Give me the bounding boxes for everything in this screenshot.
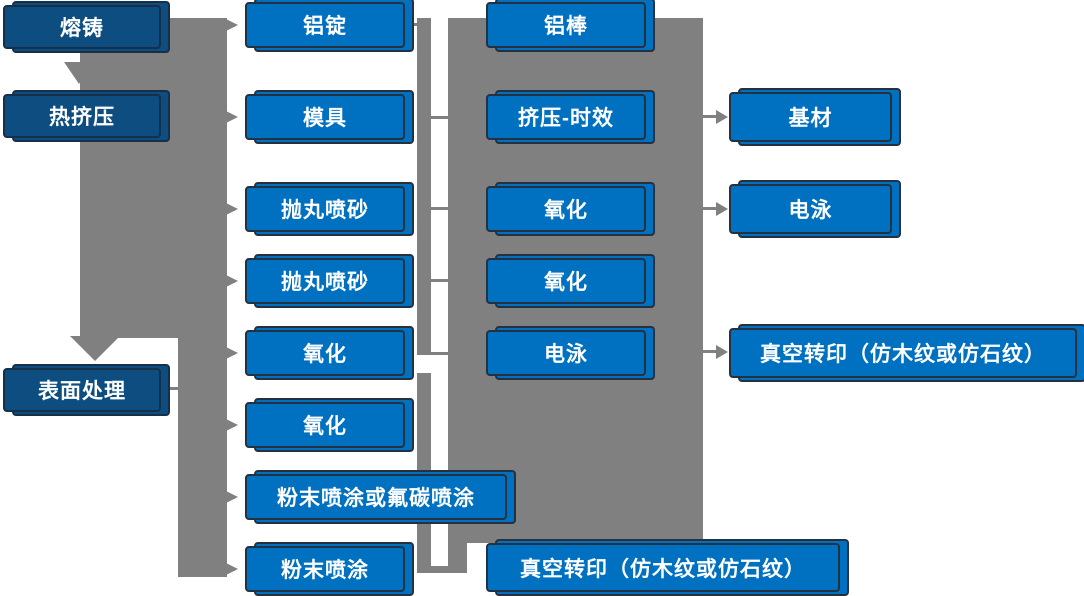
arrow-to-oxidation-2 [226, 419, 238, 431]
node-base-material: 基材 [729, 88, 901, 146]
arrow-to-shot-blast-2 [226, 275, 238, 287]
treatment-block-leg [448, 543, 467, 573]
arrow-to-oxidation-1 [226, 347, 238, 359]
node-label: 模具 [303, 107, 347, 130]
down-arrow-to-surface-treatment [70, 336, 120, 361]
main-trunk-bar [80, 18, 227, 338]
arrow-to-base-material [716, 110, 728, 124]
rail-to-block-link-1 [431, 116, 448, 119]
arrow-stem-to-base-material [703, 115, 717, 118]
stage-hot-extrusion: 热挤压 [3, 90, 170, 142]
node-label: 真空转印（仿木纹或仿石纹） [760, 343, 1046, 366]
rail-to-block-link-2 [431, 207, 448, 210]
node-shot-blast-1: 抛丸喷砂 [245, 182, 414, 236]
node-label: 粉末喷涂或氟碳喷涂 [277, 487, 475, 510]
arrow-to-electrophoresis [716, 202, 728, 216]
arrow-stem-to-vacuum-transfer [703, 350, 717, 353]
node-vacuum-transfer-out: 真空转印（仿木纹或仿石纹） [729, 324, 1084, 382]
arrow-to-powder-coating [226, 563, 238, 575]
node-label: 氧化 [544, 199, 588, 222]
node-label: 氧化 [303, 415, 347, 438]
node-aluminum-ingot: 铝锭 [245, 0, 414, 52]
stage-label: 热挤压 [49, 106, 115, 129]
arrow-to-powder-fluorocarbon [226, 491, 238, 503]
node-label: 抛丸喷砂 [281, 199, 369, 222]
stage-label: 熔铸 [60, 17, 104, 40]
node-label: 挤压-时效 [518, 107, 614, 130]
arrow-stem-to-electrophoresis [703, 207, 717, 210]
node-mold: 模具 [245, 90, 414, 144]
node-powder-fluorocarbon: 粉末喷涂或氟碳喷涂 [245, 470, 516, 524]
stage-label: 表面处理 [38, 380, 126, 403]
node-vacuum-transfer-bottom: 真空转印（仿木纹或仿石纹） [486, 539, 849, 596]
node-label: 电泳 [544, 343, 588, 366]
node-powder-coating: 粉末喷涂 [245, 542, 414, 596]
node-block-electrophoresis: 电泳 [486, 326, 655, 380]
arrow-to-vacuum-transfer [716, 345, 728, 359]
main-trunk-bar-lower [178, 338, 227, 577]
node-label: 真空转印（仿木纹或仿石纹） [520, 557, 806, 581]
node-block-oxidation-1: 氧化 [486, 182, 655, 236]
node-oxidation-1: 氧化 [245, 326, 414, 380]
node-electrophoresis-out: 电泳 [729, 180, 901, 238]
node-shot-blast-2: 抛丸喷砂 [245, 254, 414, 308]
arrow-to-shot-blast-1 [226, 203, 238, 215]
stage-surface-treatment: 表面处理 [3, 364, 170, 416]
rail-to-block-link-3 [431, 279, 448, 282]
node-label: 基材 [788, 107, 833, 130]
stage-melt-cast: 熔铸 [3, 1, 170, 53]
surface-treatment-link [161, 387, 179, 390]
middle-rail-upper [417, 18, 431, 355]
rail-to-block-link-4 [431, 352, 448, 355]
node-oxidation-2: 氧化 [245, 398, 414, 452]
rail-to-block-link-bottom [431, 566, 448, 573]
node-aluminum-rod: 铝棒 [486, 0, 655, 52]
node-label: 氧化 [544, 271, 588, 294]
arrow-to-aluminum-ingot [226, 19, 238, 31]
node-label: 粉末喷涂 [281, 559, 369, 582]
node-label: 铝棒 [544, 15, 588, 38]
node-label: 氧化 [303, 343, 347, 366]
node-extrusion-aging: 挤压-时效 [486, 90, 655, 144]
node-label: 铝锭 [303, 15, 347, 38]
node-label: 电泳 [788, 199, 833, 222]
node-label: 抛丸喷砂 [281, 271, 369, 294]
arrow-to-mold [226, 111, 238, 123]
node-block-oxidation-2: 氧化 [486, 254, 655, 308]
